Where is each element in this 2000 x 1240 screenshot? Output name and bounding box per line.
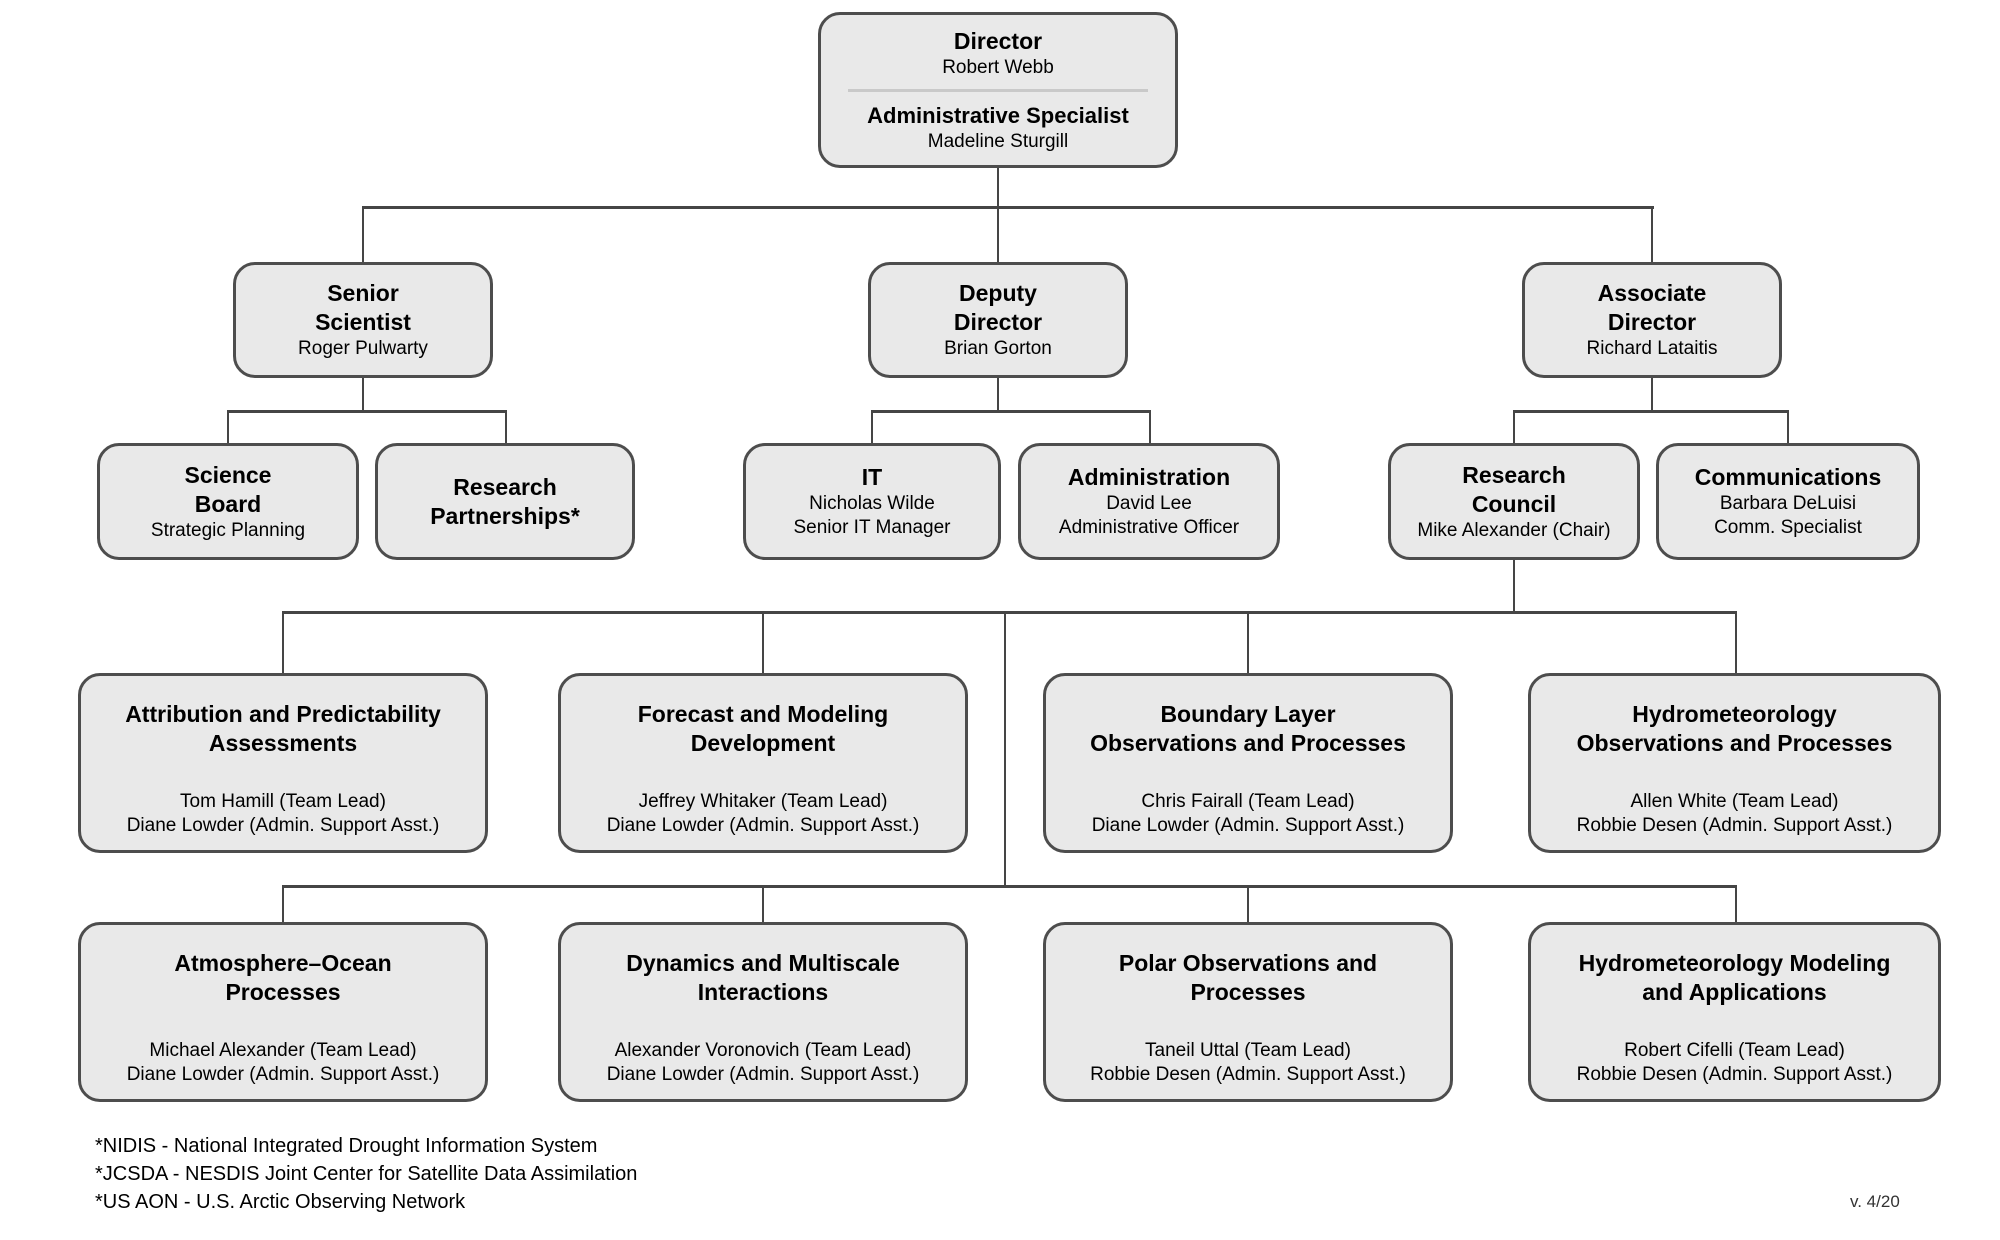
org-box-science-board: Science Board Strategic Planning bbox=[97, 443, 359, 560]
administration-staff: David Lee Administrative Officer bbox=[1058, 493, 1240, 538]
connector-deputy-director-down bbox=[997, 378, 999, 412]
team-staff: Michael Alexander (Team Lead) Diane Lowd… bbox=[126, 1040, 440, 1085]
footnote-nidis: *NIDIS - National Integrated Drought Inf… bbox=[95, 1135, 598, 1157]
communications-staff: Barbara DeLuisi Comm. Specialist bbox=[1714, 493, 1862, 538]
connector-drop-hydromet-modeling bbox=[1735, 885, 1737, 922]
org-box-research-partnerships: Research Partnerships* bbox=[375, 443, 635, 560]
connector-senior-scientist-down bbox=[362, 378, 364, 412]
connector-drop-administration bbox=[1149, 410, 1151, 443]
org-box-hydromet-observations: Hydrometeorology Observations and Proces… bbox=[1528, 673, 1941, 853]
team-title: Dynamics and Multiscale Interactions bbox=[626, 950, 900, 1005]
connector-drop-forecast bbox=[762, 611, 764, 673]
team-staff: Allen White (Team Lead) Robbie Desen (Ad… bbox=[1576, 791, 1893, 836]
associate-director-title: Associate Director bbox=[1597, 280, 1707, 335]
connector-level2-bus bbox=[362, 206, 1654, 209]
team-title: Polar Observations and Processes bbox=[1118, 950, 1378, 1005]
connector-teams-row2-bus bbox=[282, 885, 1737, 888]
it-title: IT bbox=[861, 464, 883, 490]
connector-drop-science-board bbox=[227, 410, 229, 443]
senior-scientist-name: Roger Pulwarty bbox=[298, 338, 428, 359]
associate-director-name: Richard Lataitis bbox=[1586, 338, 1718, 359]
admin-specialist-title: Administrative Specialist bbox=[867, 102, 1129, 128]
team-title: Boundary Layer Observations and Processe… bbox=[1090, 701, 1406, 756]
connector-drop-polar bbox=[1247, 885, 1249, 922]
connector-drop-communications bbox=[1787, 410, 1789, 443]
senior-scientist-title: Senior Scientist bbox=[315, 280, 411, 335]
org-box-director: Director Robert Webb Administrative Spec… bbox=[818, 12, 1178, 168]
connector-director-down bbox=[997, 168, 999, 208]
org-box-administration: Administration David Lee Administrative … bbox=[1018, 443, 1280, 560]
org-box-it: IT Nicholas Wilde Senior IT Manager bbox=[743, 443, 1001, 560]
connector-drop-dynamics bbox=[762, 885, 764, 922]
team-staff: Chris Fairall (Team Lead) Diane Lowder (… bbox=[1091, 791, 1405, 836]
team-staff: Alexander Voronovich (Team Lead) Diane L… bbox=[606, 1040, 920, 1085]
it-staff: Nicholas Wilde Senior IT Manager bbox=[793, 493, 951, 538]
connector-drop-deputy-director bbox=[997, 206, 999, 262]
org-box-research-council: Research Council Mike Alexander (Chair) bbox=[1388, 443, 1640, 560]
org-box-deputy-director: Deputy Director Brian Gorton bbox=[868, 262, 1128, 378]
org-box-polar-observations: Polar Observations and Processes Taneil … bbox=[1043, 922, 1453, 1102]
connector-drop-senior-scientist bbox=[362, 206, 364, 262]
director-divider bbox=[848, 88, 1148, 92]
org-box-senior-scientist: Senior Scientist Roger Pulwarty bbox=[233, 262, 493, 378]
footnote-jcsda: *JCSDA - NESDIS Joint Center for Satelli… bbox=[95, 1163, 638, 1185]
version-label: v. 4/20 bbox=[1850, 1192, 1900, 1211]
connector-drop-associate-director bbox=[1651, 206, 1653, 262]
org-box-associate-director: Associate Director Richard Lataitis bbox=[1522, 262, 1782, 378]
connector-drop-hydromet-observations bbox=[1735, 611, 1737, 673]
team-title: Atmosphere–Ocean Processes bbox=[174, 950, 392, 1005]
org-box-attribution-predictability: Attribution and Predictability Assessmen… bbox=[78, 673, 488, 853]
connector-drop-boundary-layer bbox=[1247, 611, 1249, 673]
connector-senior-scientist-bus bbox=[227, 410, 507, 413]
org-box-communications: Communications Barbara DeLuisi Comm. Spe… bbox=[1656, 443, 1920, 560]
connector-teams-row1-bus bbox=[282, 611, 1737, 614]
org-box-boundary-layer: Boundary Layer Observations and Processe… bbox=[1043, 673, 1453, 853]
team-staff: Tom Hamill (Team Lead) Diane Lowder (Adm… bbox=[126, 791, 440, 836]
administration-title: Administration bbox=[1067, 464, 1231, 490]
org-box-hydromet-modeling: Hydrometeorology Modeling and Applicatio… bbox=[1528, 922, 1941, 1102]
team-staff: Taneil Uttal (Team Lead) Robbie Desen (A… bbox=[1090, 1040, 1406, 1085]
connector-associate-director-down bbox=[1651, 378, 1653, 412]
team-staff: Robert Cifelli (Team Lead) Robbie Desen … bbox=[1576, 1040, 1893, 1085]
team-staff: Jeffrey Whitaker (Team Lead) Diane Lowde… bbox=[606, 791, 920, 836]
team-title: Hydrometeorology Modeling and Applicatio… bbox=[1578, 950, 1891, 1005]
research-partnerships-title: Research Partnerships* bbox=[430, 473, 580, 529]
communications-title: Communications bbox=[1694, 464, 1882, 490]
connector-drop-it bbox=[871, 410, 873, 443]
connector-associate-director-bus bbox=[1513, 410, 1789, 413]
team-title: Attribution and Predictability Assessmen… bbox=[125, 701, 441, 756]
connector-drop-attribution bbox=[282, 611, 284, 673]
team-title: Hydrometeorology Observations and Proces… bbox=[1576, 701, 1893, 756]
team-title: Forecast and Modeling Development bbox=[637, 701, 889, 756]
org-box-forecast-modeling: Forecast and Modeling Development Jeffre… bbox=[558, 673, 968, 853]
connector-research-council-down bbox=[1513, 560, 1515, 613]
science-board-subtitle: Strategic Planning bbox=[150, 519, 306, 541]
deputy-director-title: Deputy Director bbox=[953, 280, 1043, 335]
footnote-usaon: *US AON - U.S. Arctic Observing Network bbox=[95, 1191, 466, 1213]
research-council-chair: Mike Alexander (Chair) bbox=[1417, 519, 1611, 541]
science-board-title: Science Board bbox=[184, 461, 272, 517]
connector-drop-research-partnerships bbox=[505, 410, 507, 443]
footnotes: *NIDIS - National Integrated Drought Inf… bbox=[95, 1132, 637, 1216]
research-council-title: Research Council bbox=[1462, 461, 1566, 517]
director-name: Robert Webb bbox=[942, 56, 1054, 78]
deputy-director-name: Brian Gorton bbox=[944, 338, 1052, 359]
org-box-atmosphere-ocean: Atmosphere–Ocean Processes Michael Alexa… bbox=[78, 922, 488, 1102]
director-title: Director bbox=[953, 27, 1043, 54]
connector-deputy-director-bus bbox=[871, 410, 1151, 413]
admin-specialist-name: Madeline Sturgill bbox=[927, 130, 1069, 152]
connector-drop-atmosphere-ocean bbox=[282, 885, 284, 922]
connector-drop-research-council bbox=[1513, 410, 1515, 443]
org-box-dynamics-multiscale: Dynamics and Multiscale Interactions Ale… bbox=[558, 922, 968, 1102]
connector-teams-trunk bbox=[1004, 611, 1006, 888]
